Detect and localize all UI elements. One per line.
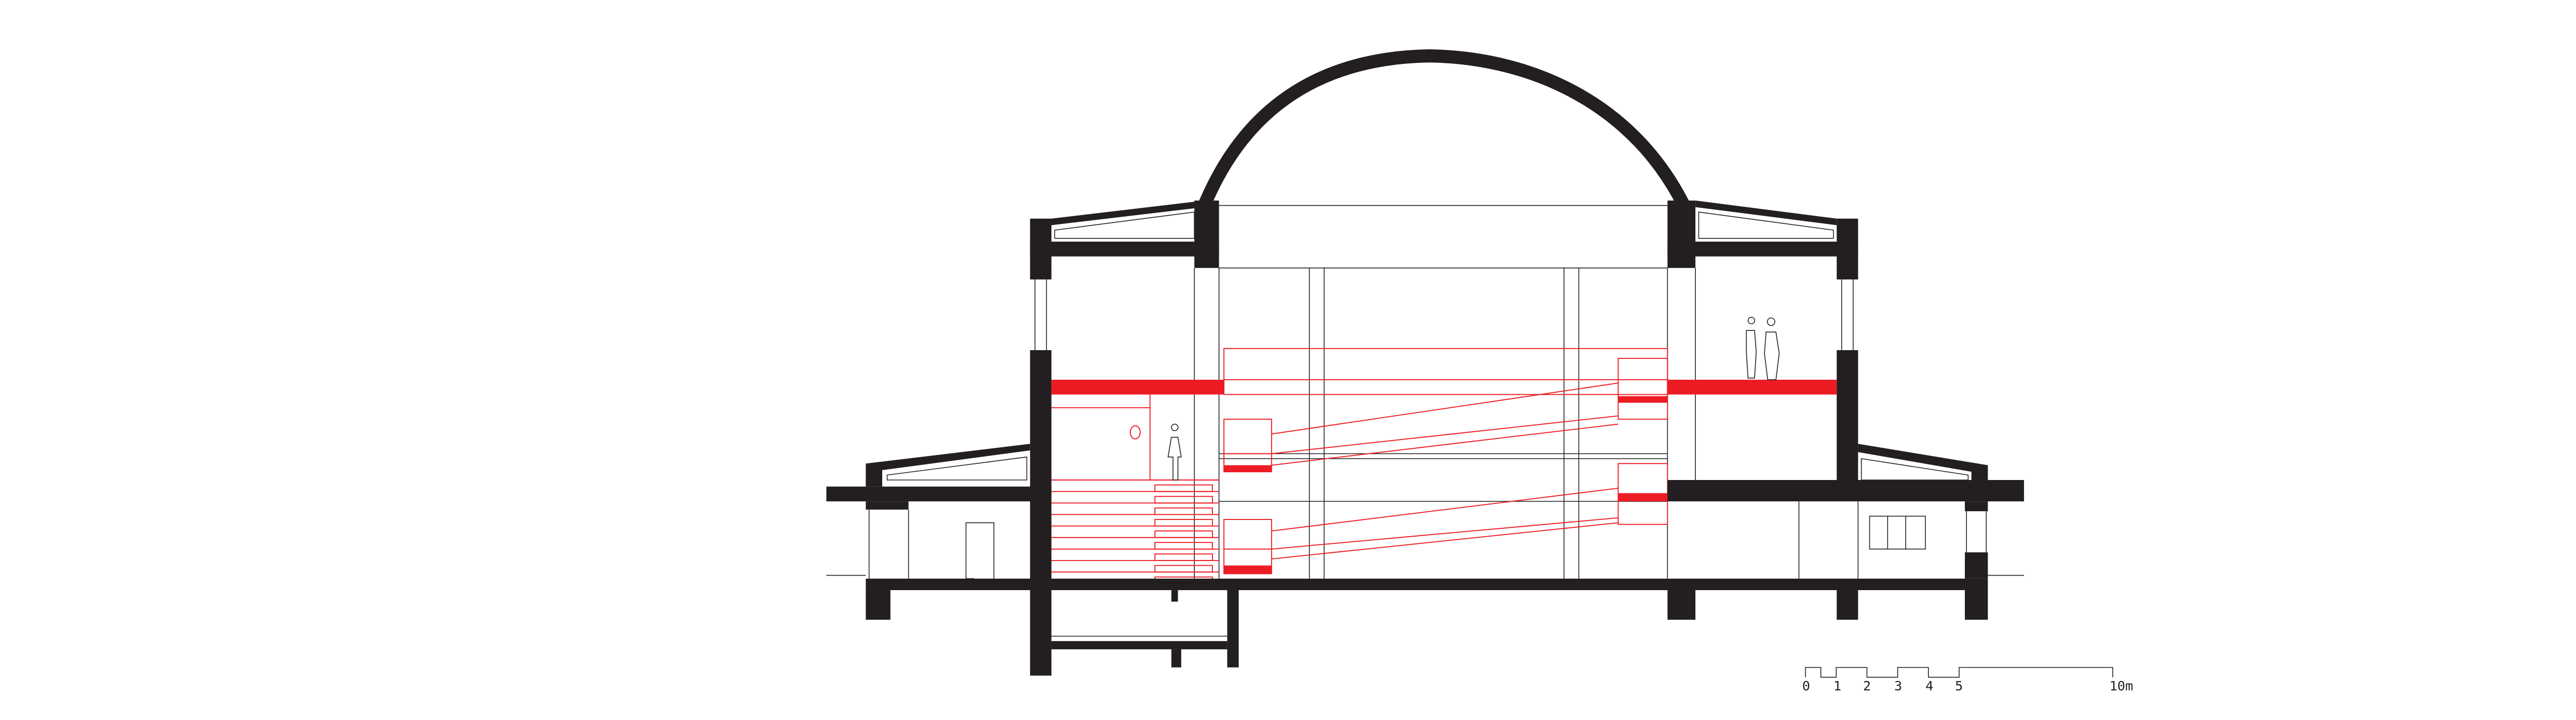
scale-bar: 0 1 2 3 4 5 10m (1802, 666, 2133, 694)
gallery-floor-right (1667, 379, 1837, 395)
scale-label-0: 0 (1802, 678, 1810, 694)
red-ramp-system (1051, 348, 1668, 575)
scale-label-3: 3 (1894, 678, 1902, 694)
central-wall-left (1194, 201, 1219, 268)
stair-step (1154, 530, 1213, 538)
stair-step (1154, 507, 1213, 515)
stair-step (1154, 565, 1213, 573)
foundation (826, 575, 2024, 676)
scale-label-2: 2 (1863, 678, 1871, 694)
dome-shell (1198, 49, 1690, 209)
gallery-floor-left (1051, 379, 1224, 395)
human-figure-icon (1167, 317, 1780, 481)
scale-label-5: 5 (1955, 678, 1963, 694)
stair-step (1154, 518, 1213, 527)
lower-wing-left (826, 444, 1051, 579)
central-wall-right (1667, 201, 1696, 268)
stair-step (1154, 542, 1213, 550)
interior-lines (1194, 268, 1696, 579)
upper-wing-left (1030, 201, 1219, 589)
stair-step (1154, 496, 1213, 504)
red-stairs (1051, 479, 1219, 584)
stair-step (1154, 553, 1213, 562)
scale-label-1: 1 (1833, 678, 1841, 694)
scale-label-10m: 10m (2109, 678, 2133, 694)
lower-wing-right (1667, 444, 2024, 579)
scale-label-4: 4 (1925, 678, 1933, 694)
upper-wing-right (1667, 201, 1858, 485)
stair-step (1154, 484, 1213, 492)
